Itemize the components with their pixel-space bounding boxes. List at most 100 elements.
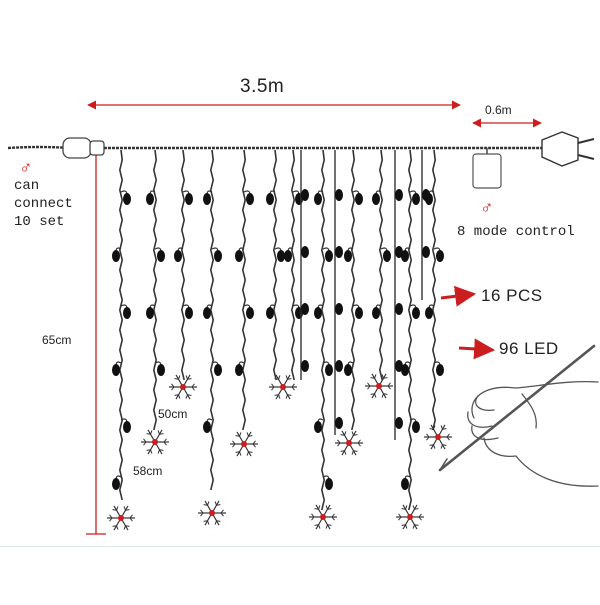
total-length-label: 3.5m <box>240 76 285 97</box>
controller-box <box>472 148 502 189</box>
led-bulb <box>266 193 274 205</box>
led-bulb <box>401 478 409 490</box>
snowflake-icon <box>269 374 297 400</box>
connect-note-line: connect <box>14 196 73 212</box>
led-bulb <box>344 250 352 262</box>
led-bulb <box>314 193 322 205</box>
snowflake-icon <box>141 429 169 455</box>
connect-note-line: 10 set <box>14 214 65 230</box>
led-bulb <box>301 360 309 372</box>
led-bulb <box>146 193 154 205</box>
snowflake-icon <box>396 504 424 530</box>
led-bulb <box>422 246 430 258</box>
led-bulb <box>335 303 343 315</box>
led-bulb <box>157 364 165 376</box>
led-bulb <box>301 189 309 201</box>
curtain-height-label: 65cm <box>42 333 72 347</box>
strand-wire <box>118 149 124 501</box>
short-drop-label: 58cm <box>133 464 163 478</box>
led-bulb <box>335 417 343 429</box>
led-bulb <box>203 193 211 205</box>
snowflake-icon <box>107 505 135 531</box>
led-bulb <box>395 303 403 315</box>
led-bulb <box>123 421 131 433</box>
divider <box>0 546 600 547</box>
led-strands <box>107 149 452 531</box>
led-bulb <box>112 250 120 262</box>
led-bulb <box>395 189 403 201</box>
led-bulb <box>335 246 343 258</box>
led-bulb <box>325 478 333 490</box>
led-bulb <box>185 307 193 319</box>
led-bulb <box>284 250 292 262</box>
led-bulb <box>412 421 420 433</box>
led-bulb <box>355 307 363 319</box>
led-bulb <box>123 193 131 205</box>
lead-length-label: 0.6m <box>485 103 512 117</box>
led-bulb <box>412 307 420 319</box>
strand-wire <box>152 149 158 431</box>
leds-callout-arrow <box>458 338 496 360</box>
led-bulb <box>383 250 391 262</box>
led-bulb <box>214 364 222 376</box>
led-bulb <box>314 307 322 319</box>
led-bulb <box>372 307 380 319</box>
strand-wire <box>407 149 413 511</box>
led-bulb <box>112 364 120 376</box>
led-bulb <box>112 478 120 490</box>
strand-wire <box>320 149 326 511</box>
led-bulb <box>146 307 154 319</box>
led-bulb <box>395 360 403 372</box>
led-bulb <box>412 193 420 205</box>
strand-wire <box>241 149 247 431</box>
snowflake-icon <box>169 374 197 400</box>
plug <box>541 131 595 167</box>
led-bulb <box>157 250 165 262</box>
left-connector <box>62 137 105 159</box>
led-bulb <box>246 193 254 205</box>
led-bulb <box>372 193 380 205</box>
strands-callout-arrow <box>440 285 477 307</box>
male-symbol-icon: ♂ <box>480 197 494 217</box>
led-bulb <box>436 250 444 262</box>
snowflake-icon <box>198 500 226 526</box>
snowflake-icon <box>335 430 363 456</box>
snowflake-icon <box>230 431 258 457</box>
led-bulb <box>401 250 409 262</box>
led-bulb <box>335 360 343 372</box>
led-bulb <box>344 364 352 376</box>
led-bulb <box>395 417 403 429</box>
snowflake-icon <box>309 504 337 530</box>
strand-wire <box>209 149 215 491</box>
strand-wire <box>180 149 186 381</box>
led-bulb <box>246 307 254 319</box>
led-bulb <box>235 364 243 376</box>
hand-with-pen-sketch <box>438 344 599 487</box>
connect-note: can connect 10 set <box>14 177 73 231</box>
led-bulb <box>301 303 309 315</box>
male-symbol-icon: ♂ <box>19 157 33 177</box>
led-bulb <box>266 307 274 319</box>
led-bulb <box>422 189 430 201</box>
led-bulb <box>203 307 211 319</box>
led-bulb <box>174 250 182 262</box>
led-bulb <box>214 250 222 262</box>
led-bulb <box>301 246 309 258</box>
led-bulb <box>277 250 285 262</box>
mode-control-note: 8 mode control <box>457 224 575 240</box>
led-bulb <box>425 307 433 319</box>
strand-wire <box>431 149 437 431</box>
led-bulb <box>355 193 363 205</box>
snowflake-icon <box>365 373 393 399</box>
main-cable <box>7 145 548 150</box>
led-bulb <box>185 193 193 205</box>
strand-wire <box>350 149 356 431</box>
led-bulb <box>325 364 333 376</box>
led-bulb <box>395 246 403 258</box>
led-bulb <box>325 250 333 262</box>
snowflake-icon <box>424 424 452 450</box>
led-count-callout: 96 LED <box>499 339 559 358</box>
strand-count-callout: 16 PCS <box>481 286 543 305</box>
strand-wire <box>272 149 278 381</box>
